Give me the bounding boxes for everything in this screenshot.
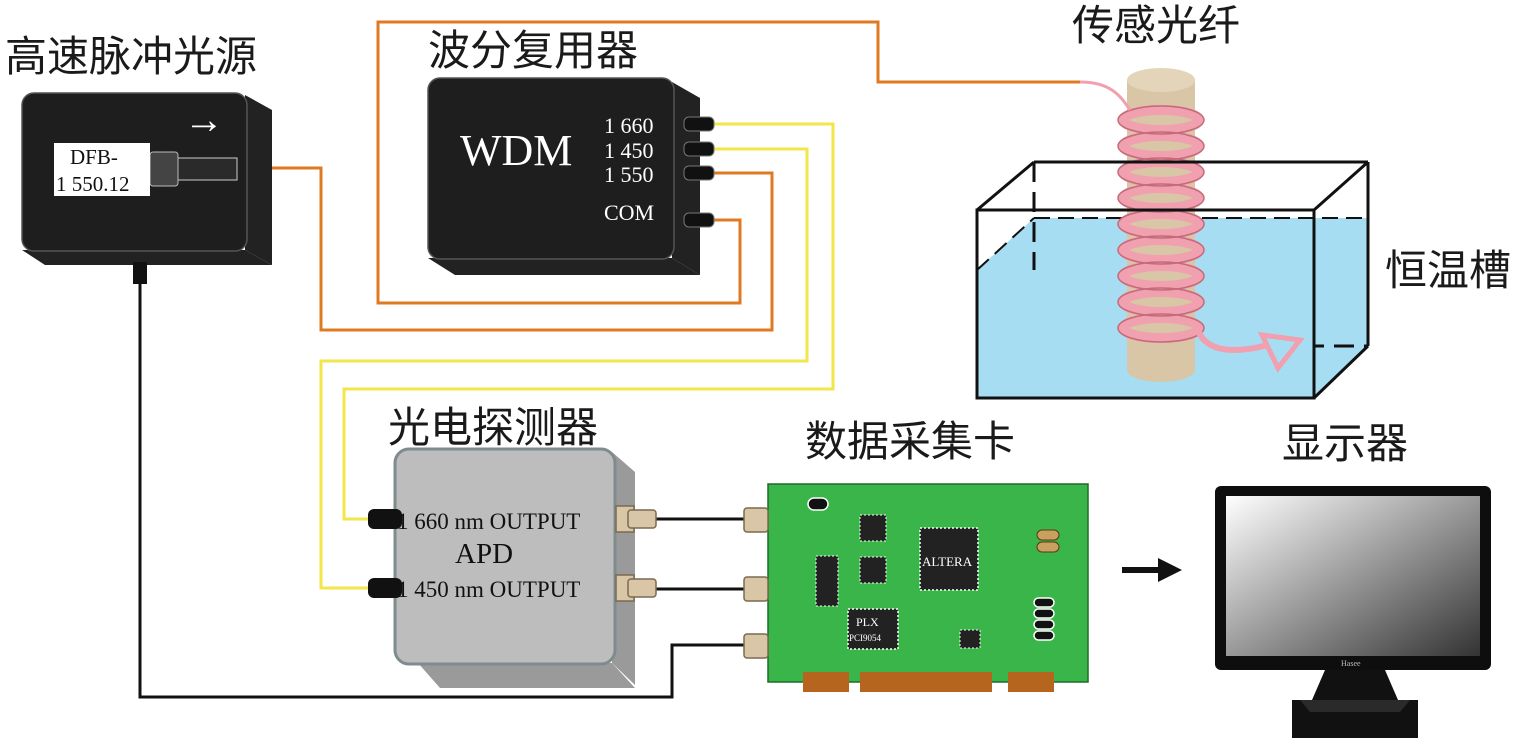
monitor-screen (1226, 496, 1480, 656)
detector-label: 光电探测器 (388, 403, 598, 452)
trigger-cable (138, 280, 750, 699)
wdm-port-1550: 1 550 (604, 162, 654, 187)
wdm-title: WDM (460, 126, 572, 175)
laser-arrow: → (184, 97, 224, 142)
display-label: 显示器 (1282, 419, 1408, 468)
fiber-com-to-sensor (376, 20, 1080, 305)
wdm-port-1450: 1 450 (604, 138, 654, 163)
apd-output-1660: 1 660 nm OUTPUT (397, 509, 580, 534)
bridge-label-2: PCI9054 (849, 633, 882, 643)
thermostat-label: 恒温槽 (1385, 246, 1511, 295)
apd-output-1450: 1 450 nm OUTPUT (397, 577, 580, 602)
apd-title: APD (455, 538, 513, 570)
laser-source: 高速脉冲光源 DFB- 1 550.12 → (5, 32, 272, 284)
daq-label: 数据采集卡 (805, 417, 1015, 466)
bridge-label-1: PLX (856, 615, 879, 629)
fiber-lead-in (1079, 80, 1132, 111)
daq-card: 数据采集卡 ALTERA PLX PCI9054 (743, 417, 1089, 692)
fiber-coil (1118, 105, 1204, 343)
sensing-fiber-label: 传感光纤 (1072, 1, 1240, 50)
wdm-port-com: COM (604, 200, 654, 225)
wdm-label: 波分复用器 (428, 26, 638, 75)
wdm-port-1660: 1 660 (604, 113, 654, 138)
fiber-tail (1195, 328, 1269, 353)
fiber-1450-to-apd (319, 147, 809, 590)
laser-label: 高速脉冲光源 (5, 32, 257, 81)
apd-detector: 光电探测器 1 660 nm OUTPUT APD 1 450 nm OUTPU… (368, 403, 657, 688)
fiber-1660-to-apd (342, 122, 835, 521)
laser-model-line1: DFB- (70, 145, 118, 169)
connections (138, 20, 1080, 699)
thermostat-bath: 传感光纤 恒温槽 (975, 1, 1511, 400)
display-monitor: 显示器 Hasee (1215, 419, 1491, 738)
fpga-label: ALTERA (922, 554, 973, 569)
fiber-1550-to-laser (272, 166, 774, 332)
wdm: 波分复用器 WDM 1 660 1 450 1 550 COM (427, 26, 715, 275)
laser-model-line2: 1 550.12 (56, 172, 130, 196)
monitor-brand: Hasee (1341, 659, 1361, 668)
daq-to-display-arrow (1122, 558, 1182, 582)
fiber-end-arrow (1257, 331, 1305, 373)
